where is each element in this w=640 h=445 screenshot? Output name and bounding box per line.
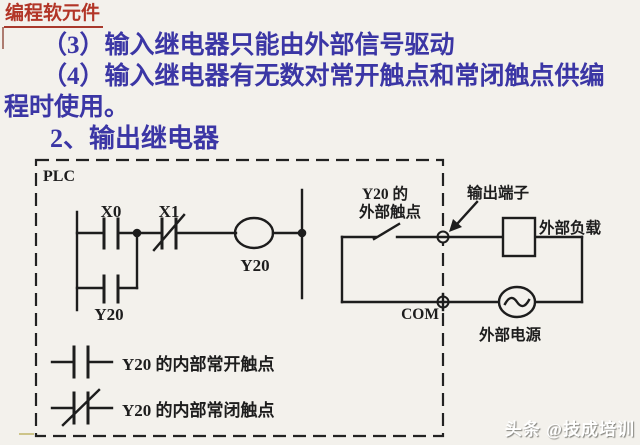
- external-contact-label-line2: 外部触点: [359, 202, 422, 221]
- output-coil-icon: [233, 216, 275, 250]
- external-load-label: 外部负载: [539, 218, 602, 237]
- rail-junction-dot: [297, 228, 307, 238]
- plc-box-label: PLC: [43, 168, 75, 185]
- page-title: 编程软元件: [4, 3, 104, 28]
- branch-rung: [75, 231, 139, 290]
- legend-label-normally-open: Y20 的内部常开触点: [122, 354, 275, 374]
- branch-contact-y20-icon: [102, 274, 120, 304]
- branch-contact-label: Y20: [94, 305, 123, 324]
- bullet-point-4-line2: 程时使用。: [4, 94, 130, 121]
- contact-x0-icon: [102, 217, 120, 250]
- legend-row-normally-open: Y20 的内部常开触点: [50, 345, 275, 379]
- bullet-point-4-line1: （4）输入继电器有无数对常开触点和常闭触点供编: [42, 63, 605, 90]
- contact-x1-label: X1: [159, 202, 180, 221]
- pointer-arrow-icon: [449, 200, 479, 232]
- left-edge-tick: [2, 27, 4, 49]
- external-wiring: [340, 222, 584, 312]
- section-heading: 2、输出继电器: [50, 124, 220, 153]
- external-contact-blade: [372, 222, 401, 241]
- bullet-point-3: （3）输入继电器只能由外部信号驱动: [42, 32, 455, 59]
- watermark: 头条 @技成培训: [504, 420, 635, 439]
- contact-x0-label: X0: [101, 202, 122, 221]
- ac-power-source-icon: [497, 285, 537, 319]
- normally-closed-contact-icon: [50, 388, 114, 427]
- external-power-label: 外部电源: [479, 325, 542, 344]
- output-terminal-label: 输出端子: [467, 183, 530, 202]
- normally-open-contact-icon: [50, 345, 114, 379]
- legend-label-normally-closed: Y20 的内部常闭触点: [122, 400, 275, 420]
- com-label: COM: [401, 306, 439, 323]
- coil-label: Y20: [240, 256, 269, 275]
- external-load-icon: [501, 216, 537, 258]
- contact-x1-icon: [152, 213, 186, 252]
- external-contact-label-line1: Y20 的: [362, 184, 408, 203]
- legend-row-normally-closed: Y20 的内部常闭触点: [50, 388, 275, 427]
